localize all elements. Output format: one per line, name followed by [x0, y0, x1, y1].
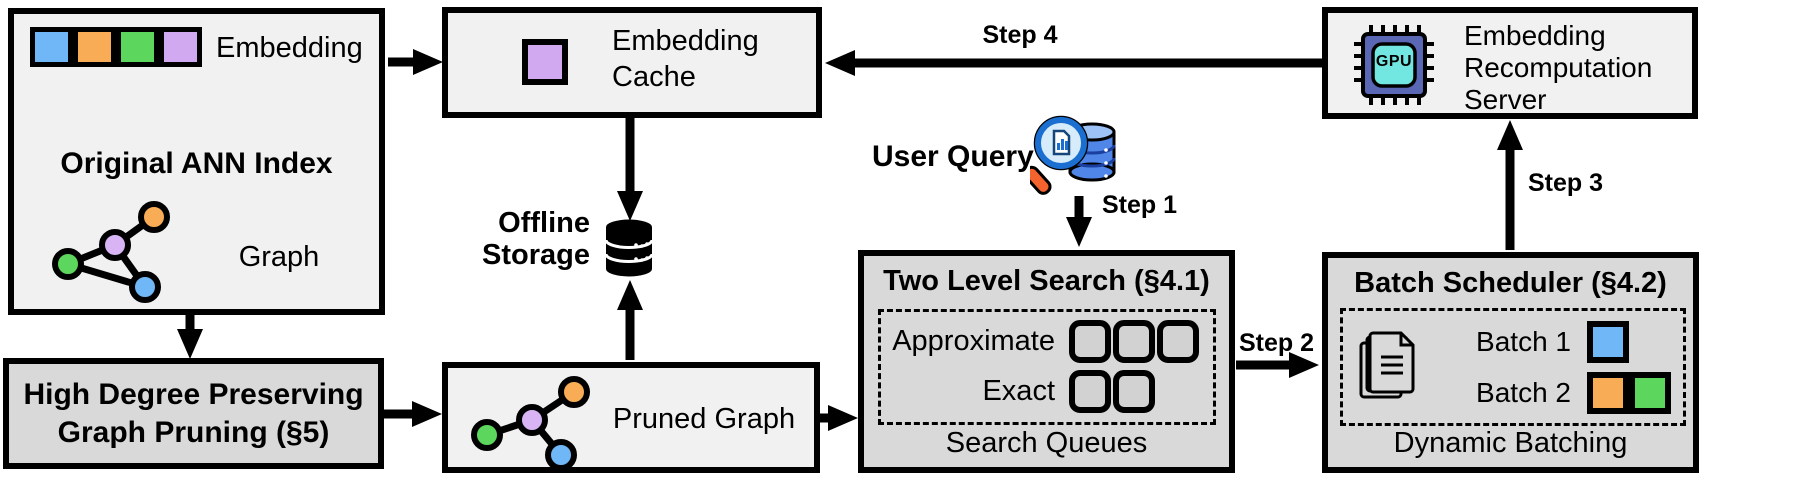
approximate-label: Approximate [892, 324, 1055, 357]
batch-2-row: Batch 2 [1419, 371, 1677, 414]
gpu-chip-icon [1354, 25, 1434, 105]
exact-queue-slots [1069, 369, 1205, 413]
exact-queue-row: Exact [885, 369, 1205, 413]
embedding-cache-label: Embedding Cache [612, 25, 759, 93]
step-1-label: Step 1 [1102, 191, 1178, 219]
graph-label: Graph [238, 241, 320, 273]
queue-slot [1069, 369, 1111, 413]
recomputation-server-box: GPU Embedding Recomputation Server [1322, 7, 1698, 119]
embedding-label: Embedding [216, 32, 363, 64]
query-search-database-icon [1030, 115, 1116, 195]
batch-1-items [1587, 320, 1677, 363]
embedding-cell-orange [73, 27, 116, 67]
gpu-chip-label: GPU [1375, 53, 1413, 70]
approximate-queue-row: Approximate [885, 319, 1205, 363]
graph-pruning-box: High Degree Preserving Graph Pruning (§5… [3, 358, 384, 469]
cached-embedding-icon [522, 39, 568, 85]
ann-index-title: Original ANN Index [60, 147, 333, 180]
original-ann-index-box: Embedding Original ANN Index Graph [8, 8, 385, 315]
batch-list: Batch 1 Batch 2 [1419, 320, 1677, 414]
embedding-cache-box: Embedding Cache [442, 7, 822, 118]
two-level-search-box: Two Level Search (§4.1) Approximate Exac… [858, 250, 1235, 473]
embedding-cell-purple [159, 27, 202, 67]
step-3-label: Step 3 [1528, 169, 1604, 197]
two-level-search-title: Two Level Search (§4.1) [883, 265, 1210, 297]
batch-1-row: Batch 1 [1419, 320, 1677, 363]
ann-graph-icon [52, 201, 170, 303]
magnifier [1030, 115, 1089, 195]
user-query-label: User Query [872, 140, 1034, 173]
queue-slot [1069, 319, 1111, 363]
pruned-graph-label: Pruned Graph [612, 403, 796, 435]
queue-slot [1157, 319, 1199, 363]
batch-2-items [1587, 371, 1677, 414]
offline-storage-label: Offline Storage [482, 207, 590, 271]
batch-scheduler-box: Batch Scheduler (§4.2) Batch 1 [1322, 252, 1699, 473]
embedding-cell-green [116, 27, 159, 67]
embedding-cell-blue [30, 27, 73, 67]
dynamic-batching-label: Dynamic Batching [1393, 427, 1628, 459]
search-queues-region: Approximate Exact [878, 309, 1216, 425]
batch-1-label: Batch 1 [1476, 325, 1571, 357]
queue-slot [1113, 369, 1155, 413]
batch-scheduler-title: Batch Scheduler (§4.2) [1354, 267, 1667, 299]
queue-slot [1113, 319, 1155, 363]
graph-pruning-label: High Degree Preserving Graph Pruning (§5… [23, 377, 364, 449]
documents-icon [1359, 331, 1415, 399]
batch-2-label: Batch 2 [1476, 376, 1571, 408]
exact-label: Exact [982, 374, 1055, 407]
step-4-label: Step 4 [982, 21, 1058, 49]
database-icon [604, 219, 654, 277]
dynamic-batching-region: Batch 1 Batch 2 [1340, 308, 1686, 426]
batch-item-green [1629, 371, 1671, 414]
search-queues-label: Search Queues [945, 427, 1148, 459]
recomputation-server-label: Embedding Recomputation Server [1464, 20, 1653, 115]
step-2-label: Step 2 [1239, 329, 1315, 357]
pruned-graph-icon [471, 376, 590, 471]
approximate-queue-slots [1069, 319, 1205, 363]
embedding-vector-strip [30, 27, 202, 67]
pruned-graph-box: Pruned Graph [442, 362, 820, 473]
batch-item-blue [1587, 320, 1629, 363]
batch-item-orange [1587, 371, 1629, 414]
